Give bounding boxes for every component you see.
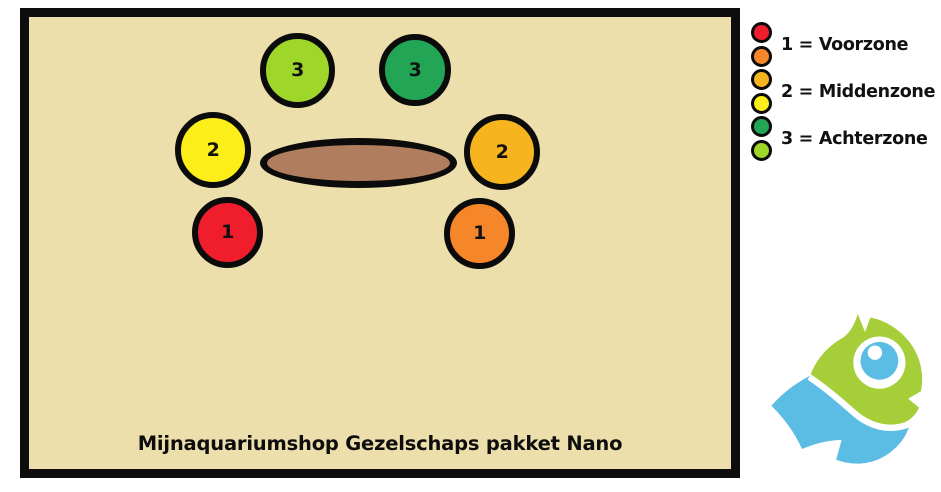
fish-logo-icon — [771, 314, 923, 464]
zone-legend: 1 = Voorzone 2 = Middenzone 3 = Achterzo… — [750, 22, 940, 162]
legend-label-middenzone: 2 = Middenzone — [781, 82, 936, 102]
aquarium-diagram-panel: 3 3 2 2 1 1 Mijnaquariumshop Gezelschaps… — [20, 8, 740, 478]
legend-swatch-group-3 — [750, 116, 775, 162]
legend-dot-red — [751, 22, 772, 43]
plant-zone-number: 3 — [291, 59, 304, 81]
legend-row-middenzone: 2 = Middenzone — [750, 69, 940, 115]
fish-eye-highlight — [867, 345, 883, 360]
plant-circle-back-left: 3 — [260, 33, 335, 108]
driftwood-ellipse — [260, 138, 457, 188]
legend-row-voorzone: 1 = Voorzone — [750, 22, 940, 68]
plant-circle-back-right: 3 — [379, 34, 451, 106]
legend-dot-orange — [751, 46, 772, 67]
legend-label-voorzone: 1 = Voorzone — [781, 35, 909, 55]
legend-dot-yellow — [751, 93, 772, 114]
fish-body-divider — [807, 374, 912, 431]
plant-circle-front-right: 1 — [444, 198, 515, 269]
fish-body-shape — [771, 375, 910, 464]
plant-circle-mid-right: 2 — [464, 114, 540, 190]
fish-logo — [757, 305, 937, 485]
plant-zone-number: 2 — [495, 140, 509, 163]
legend-dot-green — [751, 116, 772, 137]
plant-circle-front-left: 1 — [192, 197, 263, 268]
legend-swatch-group-2 — [750, 69, 775, 115]
legend-row-achterzone: 3 = Achterzone — [750, 116, 940, 162]
legend-dot-amber — [751, 69, 772, 90]
legend-label-achterzone: 3 = Achterzone — [781, 129, 928, 149]
legend-swatch-group-1 — [750, 22, 775, 68]
aquarium-caption: Mijnaquariumshop Gezelschaps pakket Nano — [137, 432, 623, 455]
plant-zone-number: 1 — [473, 222, 486, 244]
legend-dot-light-green — [751, 140, 772, 161]
plant-zone-number: 2 — [206, 138, 220, 161]
plant-zone-number: 3 — [408, 58, 422, 81]
plant-circle-mid-left: 2 — [175, 112, 251, 188]
plant-zone-number: 1 — [221, 221, 234, 243]
